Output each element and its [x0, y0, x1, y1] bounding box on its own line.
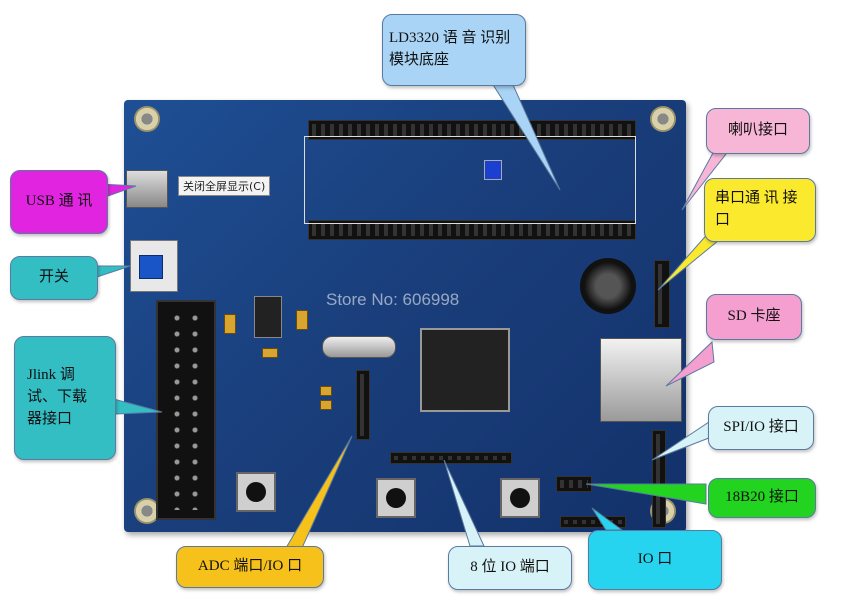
callout-usb-text: USB 通 讯 [25, 193, 93, 210]
callout-jlink: Jlink 调 试、下载 器接口 [14, 336, 116, 460]
callout-ld3320-text: LD3320 语 音 识别模块底座 [389, 30, 511, 68]
jtag-pins [168, 310, 204, 510]
tail-io [591, 507, 624, 531]
power-switch [130, 240, 178, 292]
usb-port [126, 170, 168, 208]
module-header-top [308, 120, 636, 140]
adc-header [356, 370, 370, 440]
mount-hole [650, 106, 676, 132]
callout-usb: USB 通 讯 [10, 170, 108, 234]
callout-io: IO 口 [588, 530, 722, 590]
tail-adc [285, 435, 353, 549]
led [320, 386, 332, 396]
mount-hole [134, 498, 160, 524]
watermark: Store No: 606998 [326, 290, 460, 309]
callout-sd-text: SD 卡座 [727, 308, 781, 325]
microphone [580, 258, 636, 314]
callout-serial-text: 串口通 讯 接口 [715, 190, 798, 228]
resistor [262, 348, 278, 358]
key1-button [376, 478, 416, 518]
callout-switch-text: 开关 [38, 269, 69, 286]
tooltip: 关闭全屏显示(C) [178, 176, 271, 196]
callout-ld3320: LD3320 语 音 识别模块底座 [382, 14, 526, 86]
callout-ds18b20-text: 18B20 接口 [725, 489, 799, 506]
reset-button [236, 472, 276, 512]
callout-ds18b20: 18B20 接口 [708, 478, 816, 518]
callout-speaker-text: 喇叭接口 [727, 122, 788, 139]
callout-eightbit: 8 位 IO 端口 [448, 546, 572, 590]
tail-eightbit [443, 459, 485, 547]
capacitor [224, 314, 236, 334]
tail-ld3320 [489, 77, 561, 191]
sd-slot [600, 338, 682, 422]
jumper [484, 160, 502, 180]
callout-switch: 开关 [10, 256, 98, 300]
eight-bit-header [390, 452, 512, 464]
callout-io-text: IO 口 [637, 551, 673, 568]
callout-serial: 串口通 讯 接口 [704, 178, 816, 242]
jtag-connector [156, 300, 216, 520]
pcb-board [124, 100, 686, 532]
callout-sd: SD 卡座 [706, 294, 802, 340]
callout-jlink-text: Jlink 调 试、下载 器接口 [27, 367, 88, 427]
callout-adc: ADC 端口/IO 口 [176, 546, 324, 588]
callout-adc-text: ADC 端口/IO 口 [197, 558, 303, 575]
key2-button [500, 478, 540, 518]
voltage-regulator [254, 296, 282, 338]
callout-spi-text: SPI/IO 接口 [723, 419, 799, 436]
callout-spi: SPI/IO 接口 [708, 406, 814, 450]
mount-hole [134, 106, 160, 132]
serial-header [654, 260, 670, 328]
tail-ds18b20 [585, 483, 707, 505]
module-outline [304, 136, 636, 224]
led [320, 400, 332, 410]
switch-knob [139, 255, 163, 279]
callout-speaker: 喇叭接口 [706, 108, 810, 154]
mcu-chip [420, 328, 510, 412]
callout-eightbit-text: 8 位 IO 端口 [470, 559, 550, 576]
tail-jlink [109, 397, 163, 415]
crystal [322, 336, 396, 358]
tail-spi [651, 419, 715, 461]
capacitor [296, 310, 308, 330]
module-header-bottom [308, 220, 636, 240]
tail-sd [665, 340, 715, 387]
